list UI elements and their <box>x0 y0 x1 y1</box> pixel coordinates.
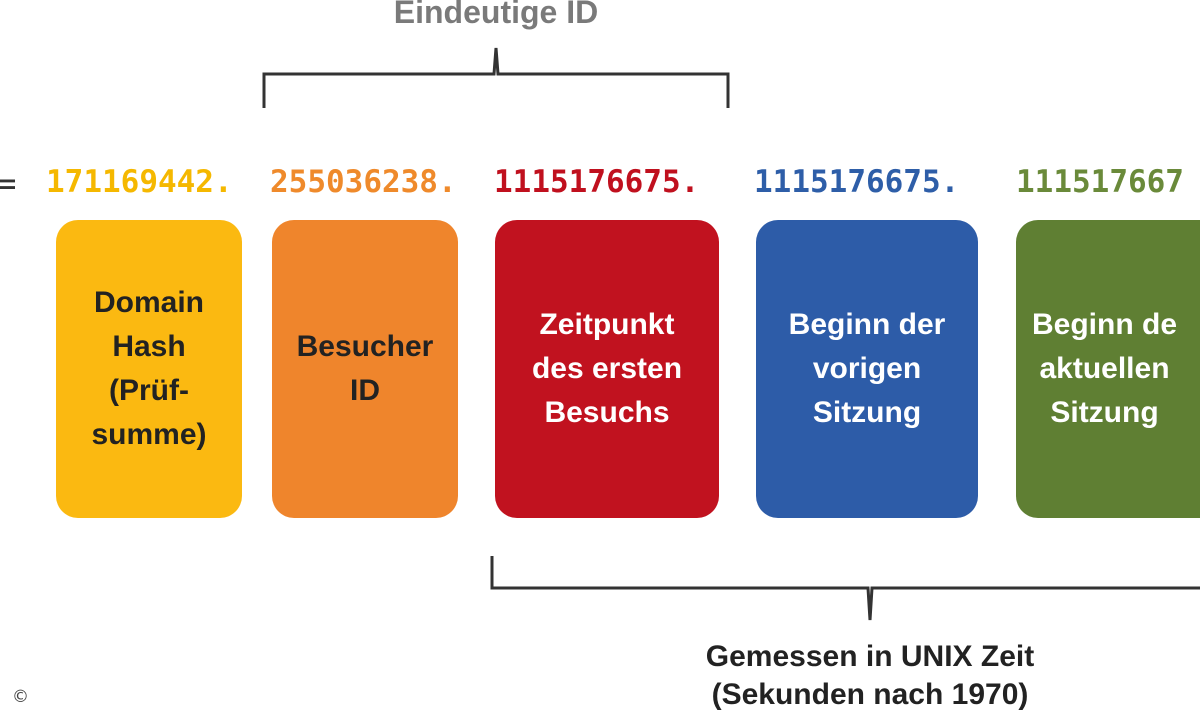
unix-time-label-line1: Gemessen in UNIX Zeit <box>705 640 1035 673</box>
unique-id-label: Eindeutige ID <box>393 0 599 30</box>
unix-time-label-line2: (Sekunden nach 1970) <box>711 678 1029 711</box>
top-bracket <box>262 47 730 108</box>
box-first-visit: Zeitpunkt des ersten Besuchs <box>495 220 719 518</box>
number-current-session: 111517667 <box>1016 164 1184 200</box>
box-visitor-id: Besucher ID <box>272 220 458 518</box>
box-current-session: Beginn de aktuellen Sitzung <box>1016 220 1200 518</box>
unix-time-label: Gemessen in UNIX Zeit (Sekunden nach 197… <box>706 638 1034 714</box>
number-first-visit: 1115176675. <box>494 164 700 200</box>
number-visitor-id: 255036238. <box>270 164 457 200</box>
equals-sign: = <box>0 164 17 204</box>
bottom-bracket <box>490 556 1200 621</box>
number-domain-hash: 171169442. <box>46 164 233 200</box>
copyright-icon: © <box>12 687 29 707</box>
box-previous-session: Beginn der vorigen Sitzung <box>756 220 978 518</box>
box-domain-hash: Domain Hash (Prüf- summe) <box>56 220 242 518</box>
number-previous-session: 1115176675. <box>754 164 960 200</box>
